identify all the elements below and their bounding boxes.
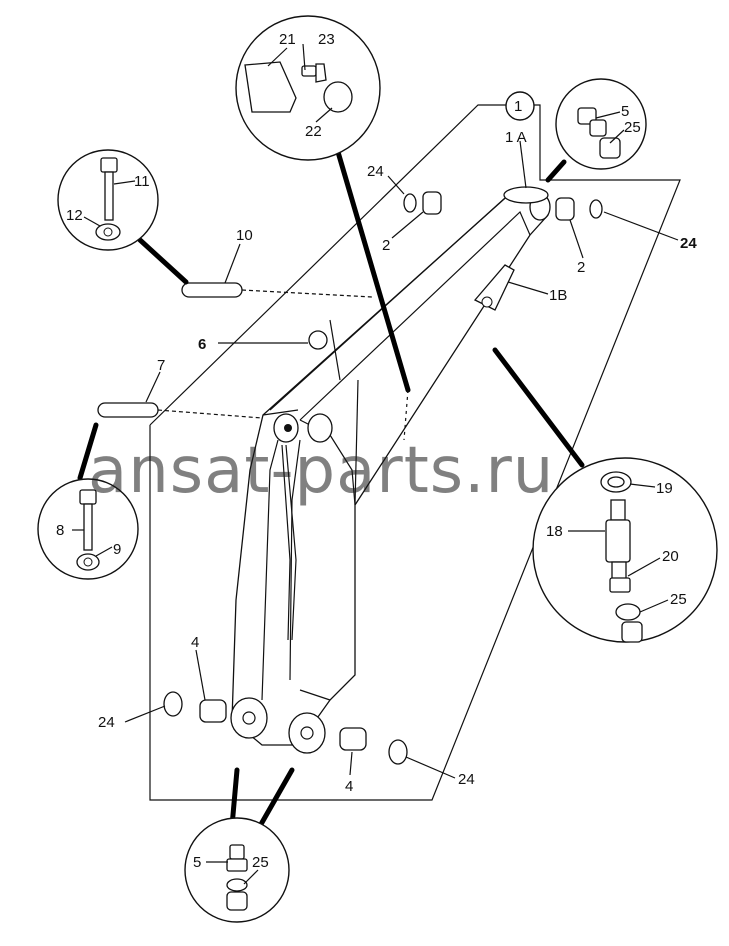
callout-1b: 1B [549, 287, 567, 304]
callout-22: 22 [305, 123, 322, 140]
callout-23: 23 [318, 31, 335, 48]
callout-labels: 1 1 A 1B 2 2 4 4 5 5 6 7 8 9 10 11 12 18… [56, 31, 697, 871]
callout-6: 6 [198, 336, 206, 353]
callout-8: 8 [56, 522, 64, 539]
callout-24-right: 24 [680, 235, 697, 252]
detail-circle-bolt-8 [37, 478, 139, 580]
callout-21: 21 [279, 31, 296, 48]
callout-2-right: 2 [577, 259, 585, 276]
bushing-2-right [555, 197, 603, 221]
callout-2-left: 2 [382, 237, 390, 254]
callout-18: 18 [546, 523, 563, 540]
callout-11: 11 [134, 173, 150, 190]
callout-19: 19 [656, 480, 673, 497]
boom-arm [230, 186, 551, 754]
bushing-4-right [339, 727, 408, 765]
detail-circle-grease-nipple [532, 457, 718, 643]
pin-10 [181, 282, 373, 298]
callout-20: 20 [662, 548, 679, 565]
callout-1a: 1 A [505, 129, 527, 146]
callout-9: 9 [113, 541, 121, 558]
callout-25-right: 25 [670, 591, 687, 608]
detail-circle-fitting-bottom [184, 817, 290, 923]
callout-1: 1 [514, 98, 522, 115]
callout-24-bottom: 24 [458, 771, 475, 788]
callout-24-top: 24 [367, 163, 384, 180]
callout-4-right: 4 [345, 778, 353, 795]
callout-25-bottom: 25 [252, 854, 269, 871]
part-6 [308, 330, 328, 350]
detail-circle-cap [235, 15, 381, 161]
detail-leaders [77, 149, 585, 829]
callout-10: 10 [236, 227, 253, 244]
watermark-text: ansat-parts.ru [88, 434, 554, 508]
bushing-2-left [403, 191, 442, 215]
detail-circle-fitting-top [555, 78, 647, 170]
callout-5-top: 5 [621, 103, 629, 120]
pin-7 [97, 402, 263, 419]
detail-circle-bolt-11 [57, 149, 159, 251]
assembly-frame [149, 104, 681, 801]
callout-leaders [72, 43, 679, 885]
callout-5-bottom: 5 [193, 854, 201, 871]
callout-4-left: 4 [191, 634, 199, 651]
callout-25-top: 25 [624, 119, 641, 136]
callout-12: 12 [66, 207, 83, 224]
callout-24-left: 24 [98, 714, 115, 731]
callout-7: 7 [157, 357, 165, 374]
bushing-4-left [163, 691, 227, 723]
